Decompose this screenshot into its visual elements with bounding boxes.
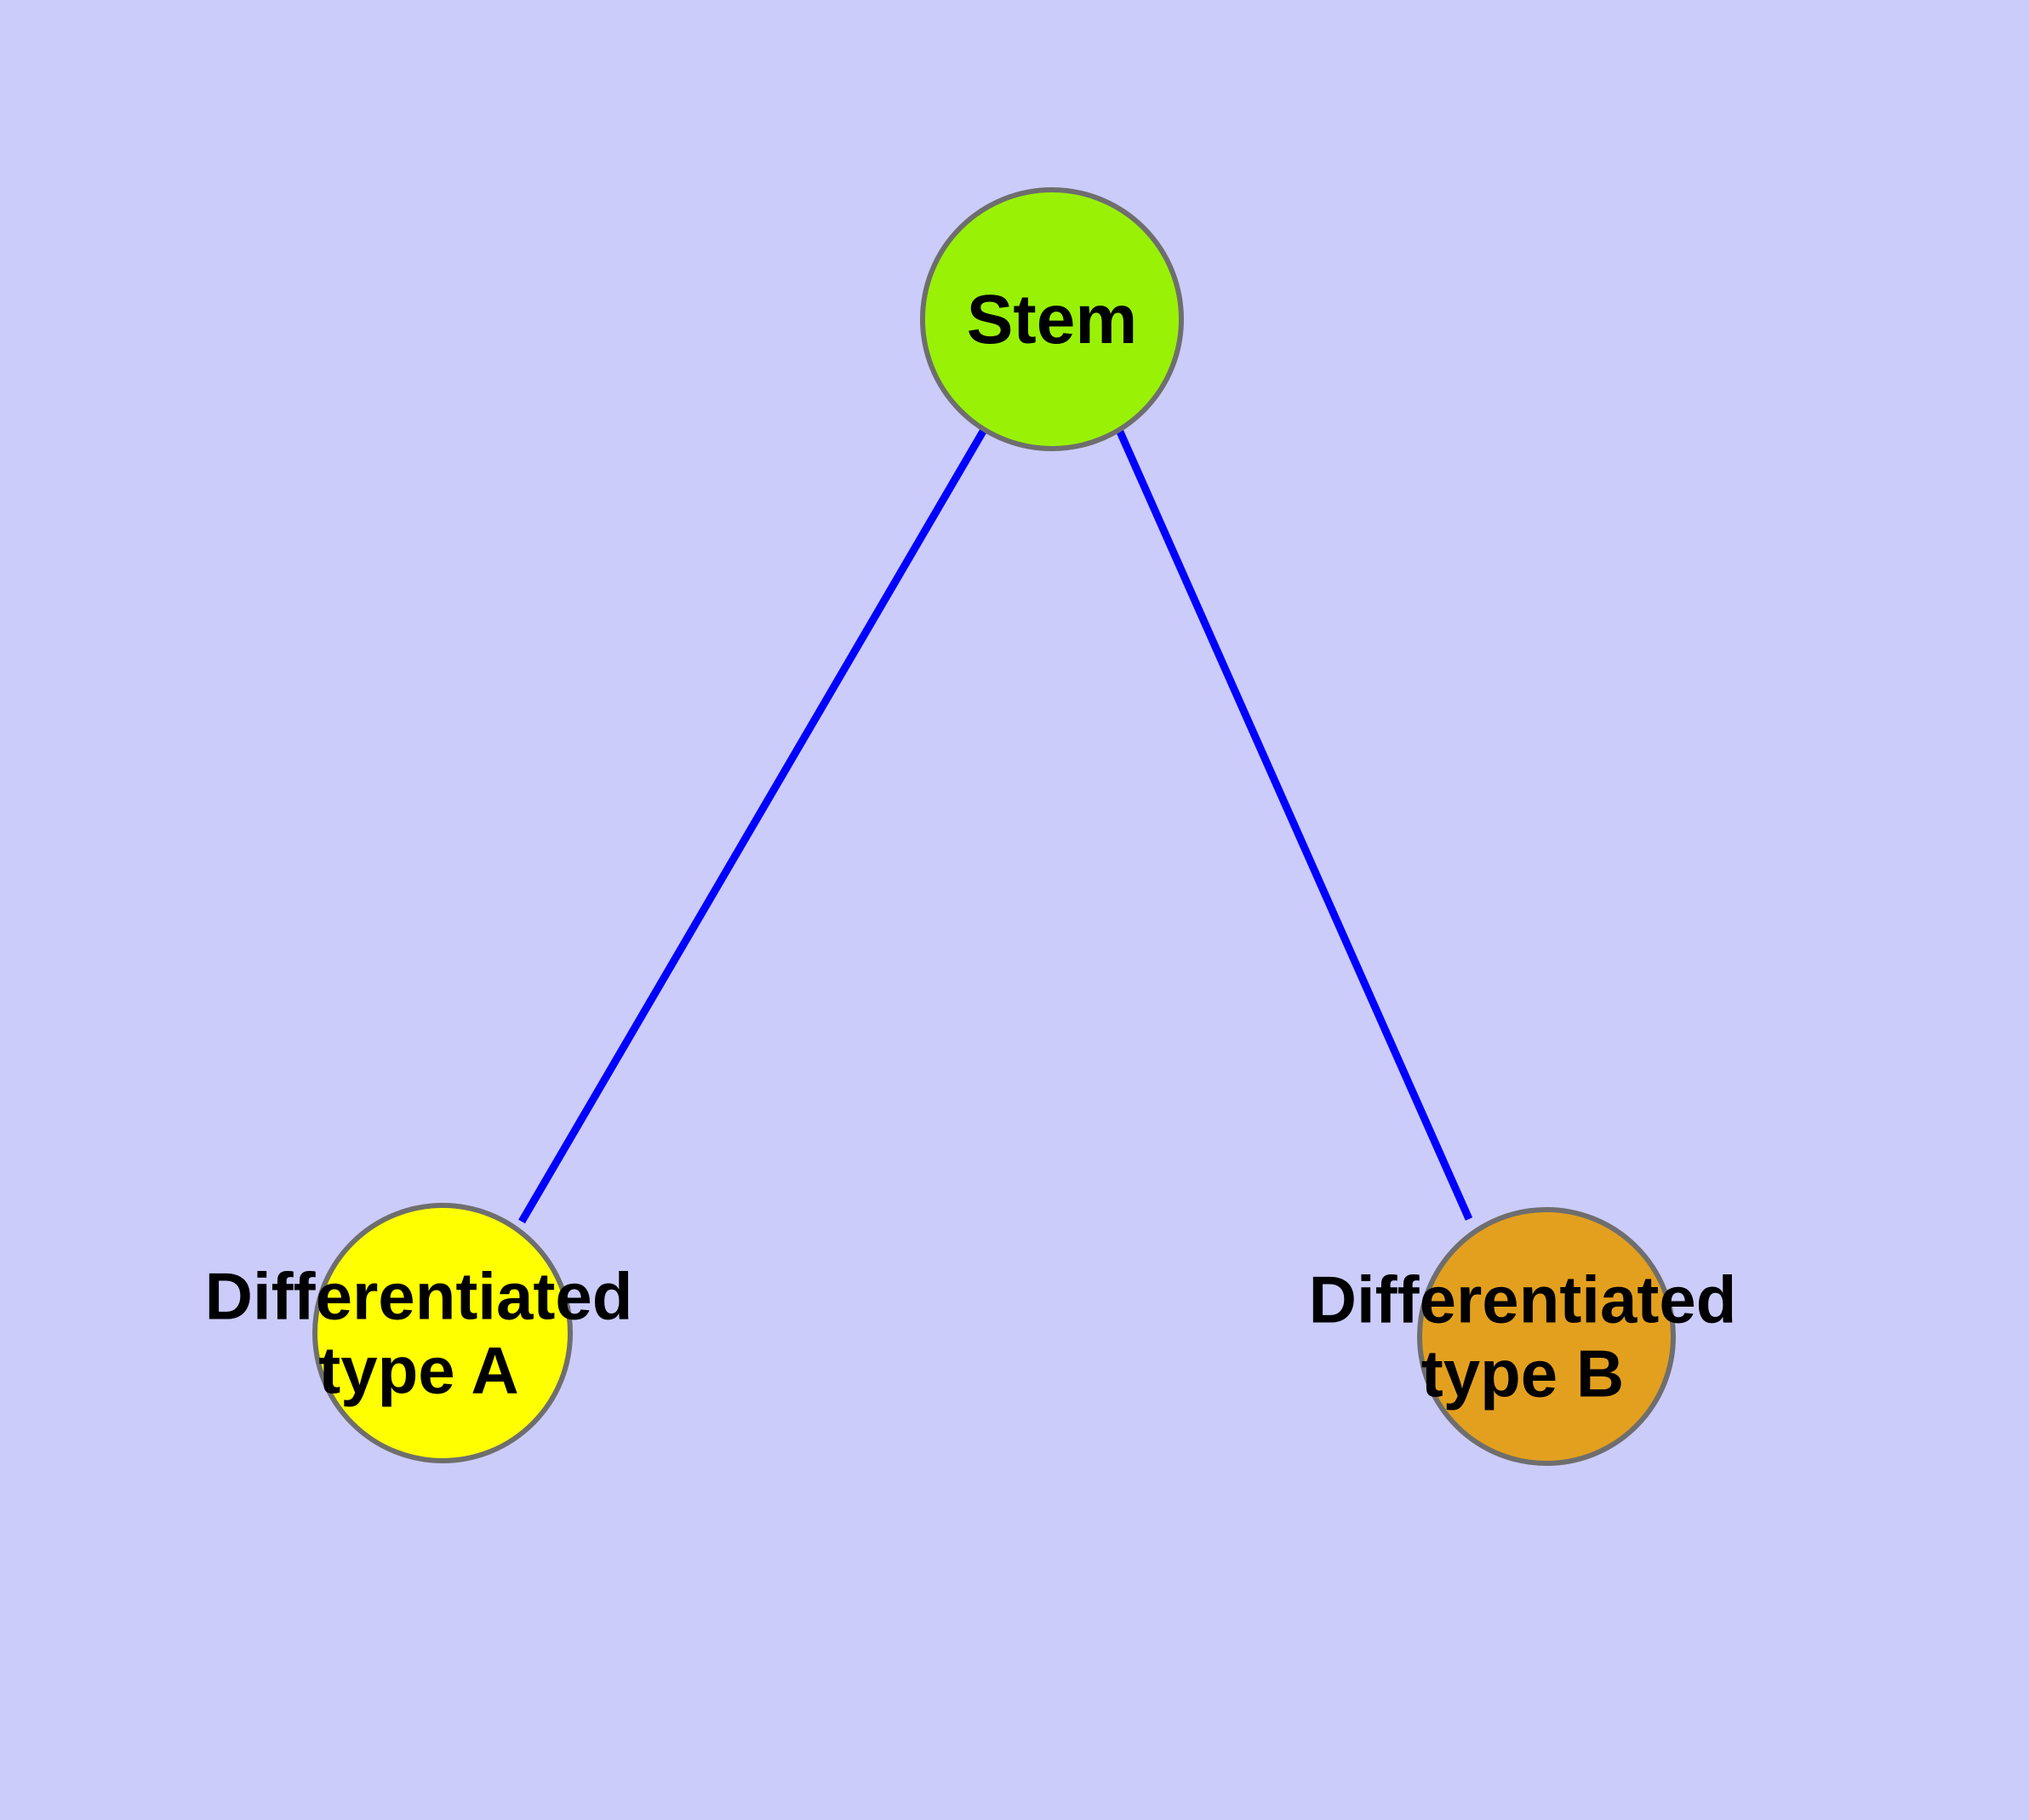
graph-edge-stem-to-diff-b (1115, 428, 1473, 1221)
graph-node-label-line: Differentiated (1309, 1262, 1737, 1336)
graph-node-diff-b[interactable] (1417, 1207, 1676, 1466)
graph-node-stem[interactable] (920, 187, 1184, 451)
nodes-layer (312, 187, 1676, 1466)
graph-node-label-line: type A (318, 1333, 519, 1408)
graph-node-label-line: type B (1421, 1336, 1624, 1411)
graph-node-label-line: Differentiated (205, 1258, 633, 1333)
graph-node-diff-a[interactable] (312, 1203, 573, 1463)
graph-node-label-line: Stem (967, 281, 1138, 358)
graph-edge-stem-to-diff-a (518, 427, 987, 1224)
graph-node-label-stem: Stem (967, 281, 1138, 358)
edges-layer (518, 427, 1473, 1224)
